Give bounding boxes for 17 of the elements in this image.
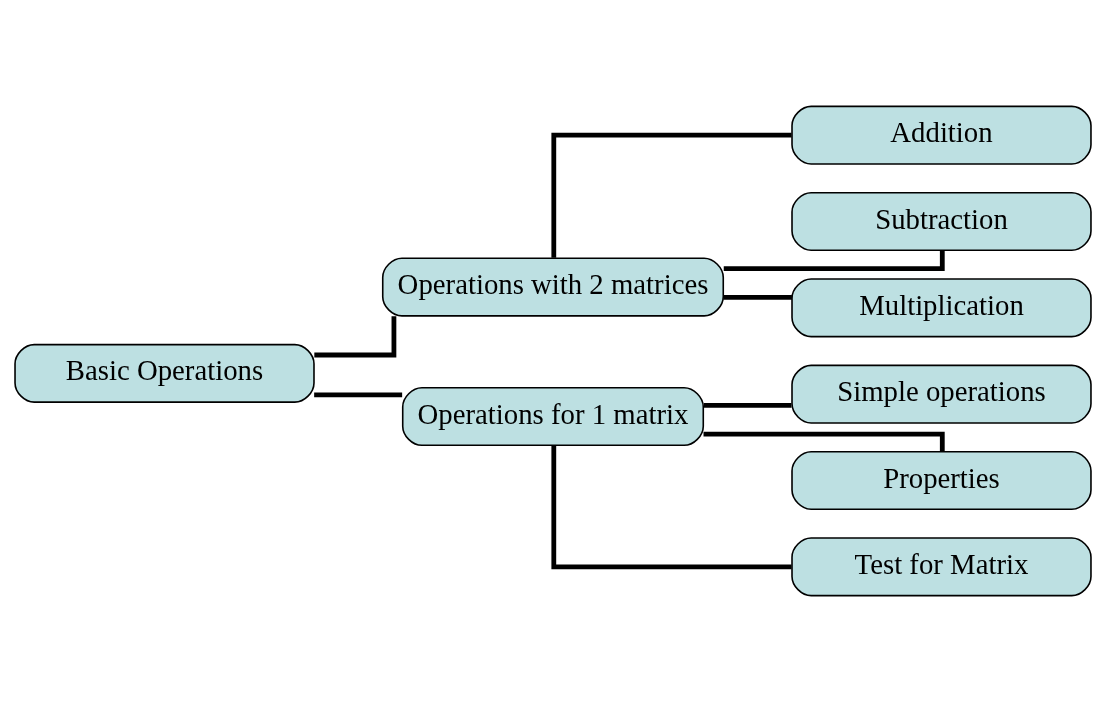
node-box: Subtraction xyxy=(791,191,1092,252)
connector xyxy=(703,431,945,452)
node-box: Multiplication xyxy=(791,278,1092,338)
connector xyxy=(314,316,397,358)
connector xyxy=(551,132,792,258)
connector xyxy=(703,402,792,408)
node-box: Addition xyxy=(791,105,1092,165)
connector xyxy=(551,445,792,570)
node-box: Operations with 2 matrices xyxy=(381,257,725,317)
node-box: Basic Operations xyxy=(14,343,315,403)
connector xyxy=(723,295,792,300)
node-box: Properties xyxy=(791,450,1092,511)
connector xyxy=(314,392,403,398)
connector xyxy=(723,250,945,272)
node-box: Simple operations xyxy=(791,364,1092,424)
node-box: Operations for 1 matrix xyxy=(401,386,705,447)
node-box: Test for Matrix xyxy=(791,537,1092,597)
